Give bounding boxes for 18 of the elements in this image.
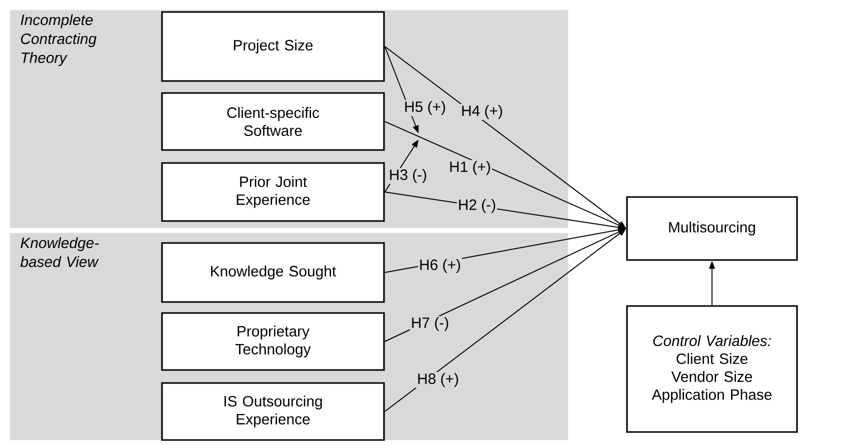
edge-label: H8 (+) <box>416 372 460 388</box>
concept-box: Knowledge Sought <box>161 242 385 303</box>
edge-label: H2 (-) <box>456 198 498 214</box>
edge-label: H4 (+) <box>460 104 504 120</box>
concept-box: IS Outsourcing Experience <box>161 382 385 441</box>
concept-box: Project Size <box>161 11 385 82</box>
concept-box: Client-specific Software <box>161 92 385 151</box>
edge-label: H6 (+) <box>418 258 462 274</box>
concept-box: Prior Joint Experience <box>161 162 385 222</box>
panel-heading: Incomplete Contracting Theory <box>20 14 96 66</box>
edge-label: H5 (+) <box>403 100 447 116</box>
concept-box: Multisourcing <box>626 196 798 261</box>
concept-box: Proprietary Technology <box>161 312 385 371</box>
edge-label: H3 (-) <box>388 168 428 184</box>
edge-label: H1 (+) <box>448 160 492 176</box>
panel-heading: Knowledge-based View <box>20 237 99 268</box>
edge-label: H7 (-) <box>410 316 450 332</box>
variables-box: Control Variables: Client Size Vendor Size Application Phase <box>626 305 798 433</box>
